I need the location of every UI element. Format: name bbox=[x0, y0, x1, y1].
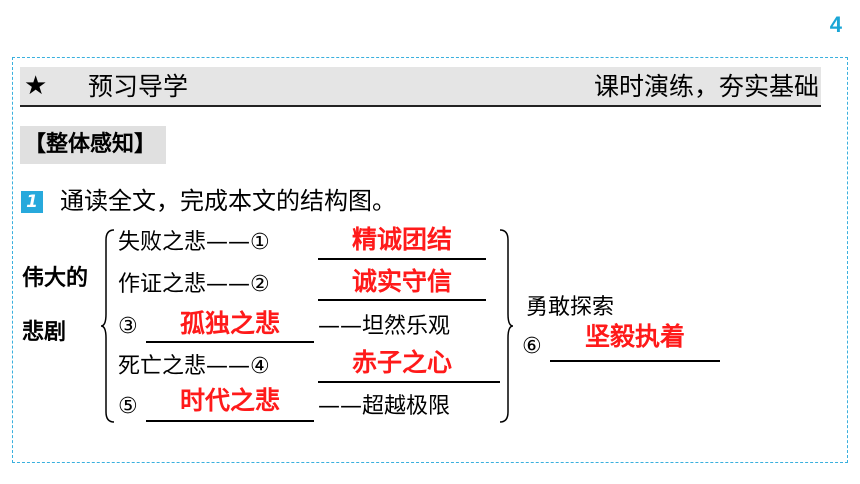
answer-3: 孤独之悲 bbox=[179, 309, 280, 338]
page-number: 4 bbox=[829, 12, 842, 37]
answer-6: 坚毅执着 bbox=[584, 322, 685, 351]
section-title: 预习导学 bbox=[88, 72, 189, 101]
diagram-row-5-suffix: ——超越极限 bbox=[318, 394, 451, 419]
section-subtitle: 课时演练，夯实基础 bbox=[593, 72, 819, 101]
answer-line-5 bbox=[146, 420, 314, 422]
answer-line-4 bbox=[318, 381, 500, 383]
diagram-row-3-suffix: ——坦然乐观 bbox=[318, 314, 451, 339]
answer-line-6 bbox=[550, 360, 720, 362]
diagram-row-3-prefix: ③ bbox=[118, 314, 138, 339]
left-brace bbox=[100, 229, 115, 423]
answer-line-2 bbox=[318, 299, 486, 301]
answer-1: 精诚团结 bbox=[351, 225, 452, 254]
answer-4: 赤子之心 bbox=[351, 348, 452, 377]
diagram-row-2-prefix: 作证之悲——② bbox=[118, 272, 270, 297]
diagram-row-1-prefix: 失败之悲——① bbox=[118, 230, 270, 255]
diagram-left-label-line2: 悲剧 bbox=[22, 320, 67, 345]
sub-heading: 【整体感知】 bbox=[20, 126, 167, 164]
star-icon: ★ bbox=[24, 71, 48, 101]
right-brace bbox=[499, 229, 514, 423]
diagram-right-prefix: ⑥ bbox=[522, 334, 542, 359]
diagram-row-5-prefix: ⑤ bbox=[118, 394, 138, 419]
question-number-icon: 1 bbox=[21, 191, 43, 213]
answer-2: 诚实守信 bbox=[351, 267, 452, 296]
question-text: 通读全文，完成本文的结构图。 bbox=[60, 187, 396, 215]
content-frame bbox=[12, 57, 848, 463]
section-header-bar: ★ 预习导学 课时演练，夯实基础 bbox=[20, 67, 821, 107]
diagram-left-label-line1: 伟大的 bbox=[22, 266, 89, 291]
diagram-right-label: 勇敢探索 bbox=[526, 295, 615, 320]
diagram-row-4-prefix: 死亡之悲——④ bbox=[118, 354, 270, 379]
answer-5: 时代之悲 bbox=[179, 386, 280, 415]
answer-line-3 bbox=[146, 341, 314, 343]
answer-line-1 bbox=[318, 258, 486, 260]
